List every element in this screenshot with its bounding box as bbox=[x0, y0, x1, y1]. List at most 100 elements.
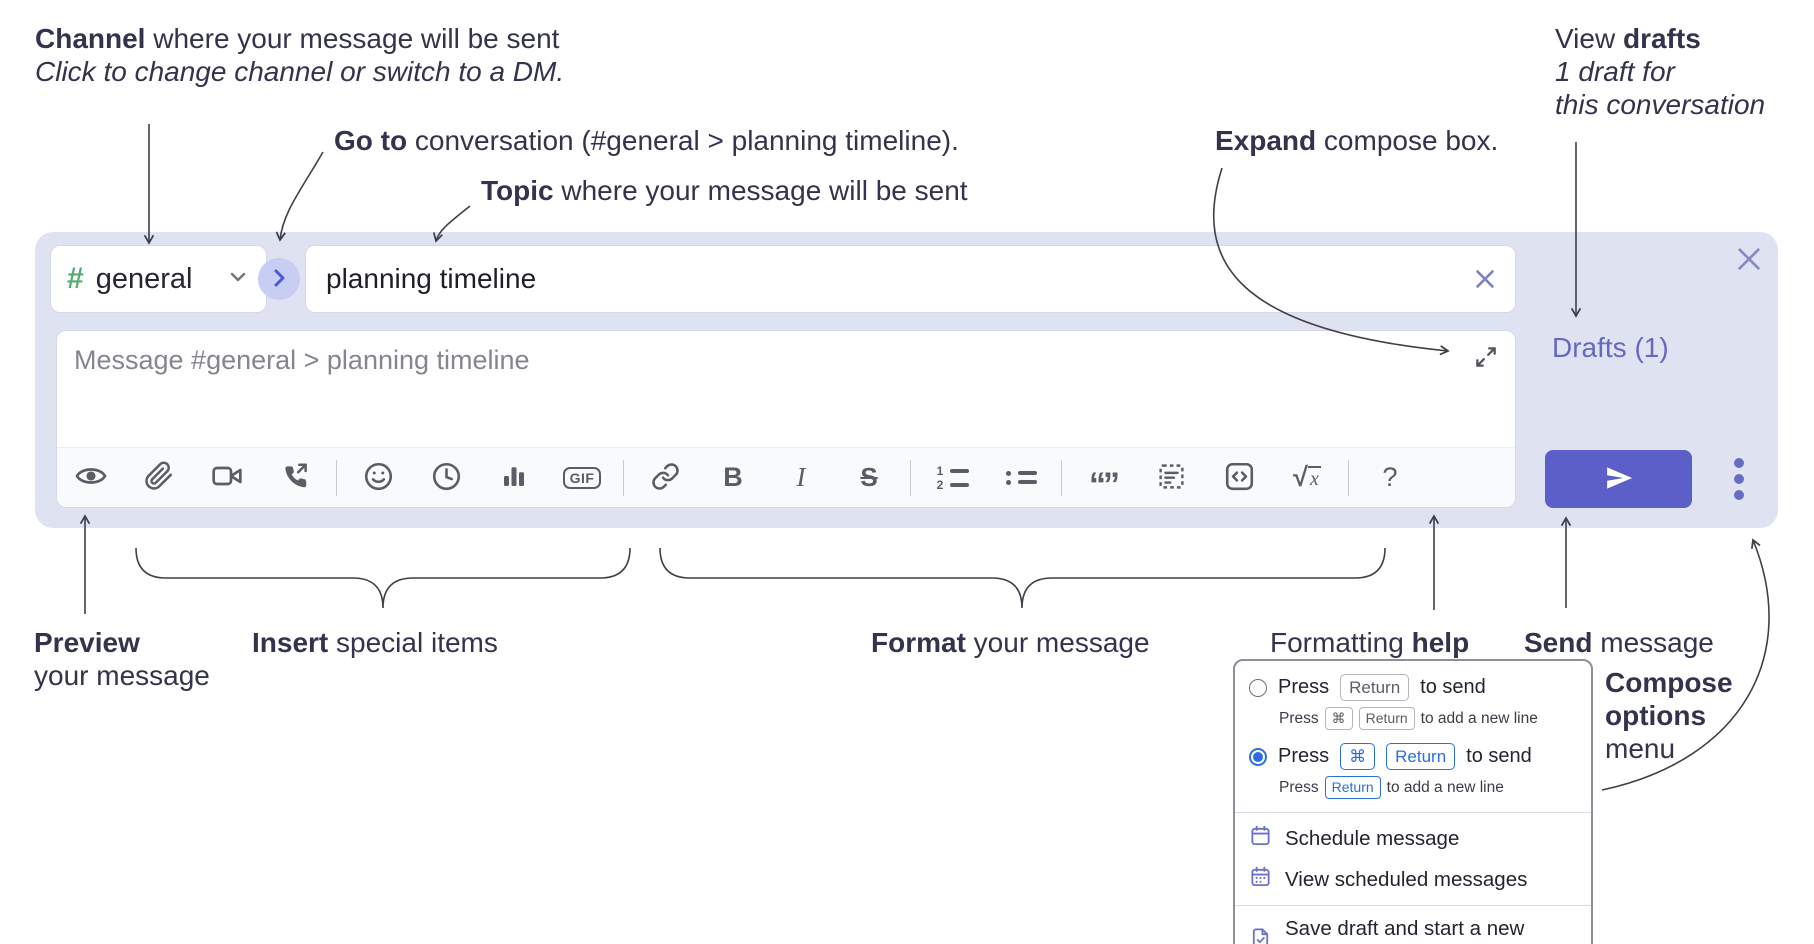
bar-chart-icon bbox=[499, 461, 529, 494]
attach-file-button[interactable] bbox=[131, 455, 187, 501]
quote-icon: “” bbox=[1089, 465, 1120, 504]
channel-annotation: Channel where your message will be sent … bbox=[35, 23, 565, 87]
message-box: GIF B I S 12 “” √x ? bbox=[56, 330, 1516, 508]
formula-button[interactable]: √x bbox=[1279, 455, 1335, 501]
topic-field-container bbox=[305, 245, 1516, 313]
radio-selected-icon[interactable] bbox=[1249, 747, 1267, 766]
toolbar-divider bbox=[910, 459, 911, 496]
formatting-help-annotation: Formatting help bbox=[1270, 627, 1470, 658]
phone-outgoing-icon bbox=[280, 461, 310, 494]
return-to-send-option[interactable]: Press Return to send bbox=[1235, 669, 1591, 706]
poll-button[interactable] bbox=[486, 455, 542, 501]
formatting-help-button[interactable]: ? bbox=[1362, 455, 1418, 501]
link-button[interactable] bbox=[637, 455, 693, 501]
video-button[interactable] bbox=[199, 455, 255, 501]
compose-options-button[interactable] bbox=[1724, 450, 1754, 508]
clear-topic-button[interactable] bbox=[1467, 262, 1503, 298]
code-snippet-button[interactable] bbox=[1211, 455, 1267, 501]
return-key: Return bbox=[1340, 674, 1410, 701]
topic-input[interactable] bbox=[306, 246, 1515, 312]
drafts-link[interactable]: Drafts (1) bbox=[1552, 332, 1669, 363]
send-button[interactable] bbox=[1545, 450, 1692, 508]
expand-compose-button[interactable] bbox=[1469, 341, 1503, 375]
bold-icon: B bbox=[723, 462, 743, 492]
view-drafts-annotation: View drafts 1 draft for this conversatio… bbox=[1555, 23, 1766, 120]
code-icon bbox=[1224, 461, 1255, 495]
code-block-button[interactable] bbox=[1143, 455, 1199, 501]
paperclip-icon bbox=[144, 461, 174, 494]
link-icon bbox=[651, 462, 680, 494]
clock-icon bbox=[431, 461, 462, 495]
insert-annotation: Insert special items bbox=[252, 627, 498, 658]
gif-button[interactable]: GIF bbox=[554, 455, 610, 501]
send-icon bbox=[1604, 463, 1634, 496]
preview-button[interactable] bbox=[63, 455, 119, 501]
italic-icon: I bbox=[796, 462, 806, 492]
goto-annotation: Go to conversation (#general > planning … bbox=[334, 125, 959, 156]
topic-annotation: Topic where your message will be sent bbox=[481, 175, 968, 206]
compose-panel: # general bbox=[35, 232, 1778, 528]
calendar-icon bbox=[1249, 824, 1272, 853]
gif-icon: GIF bbox=[562, 466, 602, 489]
goto-connector-line bbox=[275, 151, 324, 242]
expand-icon bbox=[1473, 344, 1499, 373]
menu-divider bbox=[1235, 812, 1591, 813]
insert-brace bbox=[135, 547, 631, 609]
toolbar-divider bbox=[1061, 459, 1062, 496]
message-input[interactable] bbox=[57, 331, 1515, 447]
format-annotation: Format your message bbox=[871, 627, 1150, 658]
format-brace bbox=[659, 547, 1386, 609]
bulleted-list-button[interactable] bbox=[992, 455, 1048, 501]
blockquote-button[interactable]: “” bbox=[1075, 455, 1131, 504]
compose-options-annotation: Compose options menu bbox=[1605, 667, 1733, 764]
smiley-icon bbox=[363, 461, 394, 495]
chevron-right-icon bbox=[267, 266, 291, 293]
radio-unselected-icon[interactable] bbox=[1249, 678, 1267, 697]
send-annotation: Send message bbox=[1524, 627, 1714, 658]
question-mark-icon: ? bbox=[1382, 462, 1398, 492]
strikethrough-icon: S bbox=[860, 462, 878, 492]
channel-picker[interactable]: # general bbox=[50, 245, 267, 313]
compose-options-menu: Press Return to send Press ⌘ Return to a… bbox=[1233, 659, 1593, 944]
cmd-key: ⌘ bbox=[1324, 707, 1353, 730]
goto-conversation-button[interactable] bbox=[258, 258, 300, 300]
return-to-send-option-subtext: Press ⌘ Return to add a new line bbox=[1235, 706, 1591, 738]
more-options-icon bbox=[1734, 458, 1744, 500]
channel-annotation-sub: Click to change channel or switch to a D… bbox=[35, 56, 565, 87]
cmd-return-to-send-option[interactable]: Press ⌘ Return to send bbox=[1235, 738, 1591, 775]
cmd-return-to-send-option-subtext: Press Return to add a new line bbox=[1235, 775, 1591, 807]
bulleted-list-icon bbox=[1003, 470, 1037, 485]
close-compose-button[interactable] bbox=[1732, 243, 1766, 277]
channel-name: general bbox=[95, 262, 193, 295]
strikethrough-button[interactable]: S bbox=[841, 455, 897, 501]
video-camera-icon bbox=[211, 460, 243, 495]
menu-divider bbox=[1235, 905, 1591, 906]
schedule-button[interactable] bbox=[418, 455, 474, 501]
return-key: Return bbox=[1324, 776, 1381, 799]
eye-icon bbox=[75, 460, 107, 495]
toolbar-divider bbox=[623, 459, 624, 496]
document-check-icon bbox=[1249, 927, 1272, 944]
schedule-message-item[interactable]: Schedule message bbox=[1235, 818, 1591, 859]
calendar-grid-icon bbox=[1249, 865, 1272, 894]
call-button[interactable] bbox=[267, 455, 323, 501]
emoji-button[interactable] bbox=[350, 455, 406, 501]
view-scheduled-messages-item[interactable]: View scheduled messages bbox=[1235, 859, 1591, 900]
channel-annotation-bold: Channel bbox=[35, 23, 146, 54]
preview-annotation: Preview your message bbox=[34, 627, 210, 691]
chevron-down-icon bbox=[226, 265, 250, 294]
save-draft-item[interactable]: Save draft and start a new message bbox=[1235, 911, 1591, 944]
close-icon bbox=[1470, 264, 1500, 297]
italic-button[interactable]: I bbox=[773, 455, 829, 501]
close-icon bbox=[1733, 243, 1765, 278]
expand-annotation: Expand compose box. bbox=[1215, 125, 1499, 156]
channel-hash-icon: # bbox=[67, 262, 84, 295]
return-key: Return bbox=[1358, 707, 1415, 730]
code-block-icon bbox=[1157, 462, 1186, 494]
bold-button[interactable]: B bbox=[705, 455, 761, 501]
cmd-key: ⌘ bbox=[1340, 743, 1376, 770]
